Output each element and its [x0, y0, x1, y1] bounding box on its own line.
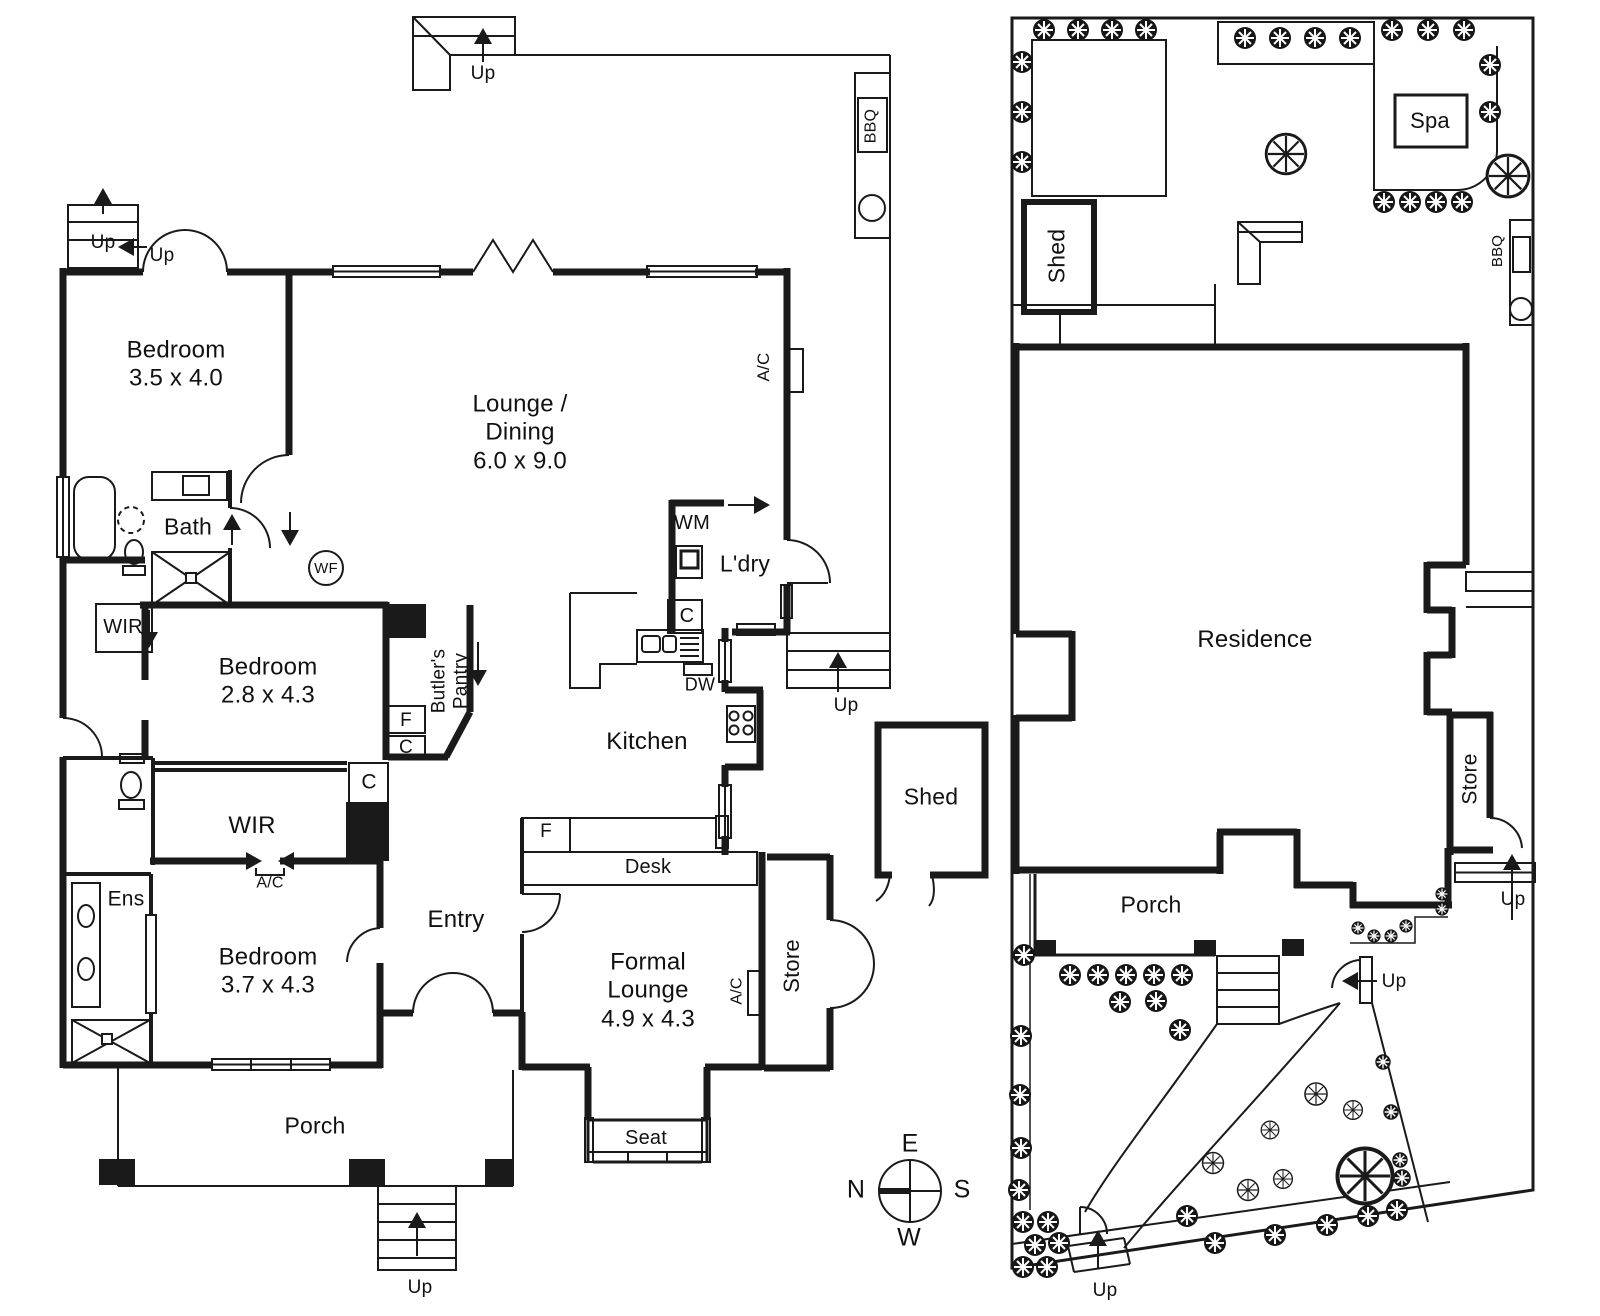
- windows: [56, 265, 793, 1163]
- porch-and-shed: [99, 721, 989, 1271]
- fixtures: [71, 348, 804, 1064]
- doors-and-arrows: [62, 229, 935, 1014]
- site-structures: [1012, 93, 1534, 345]
- house-walls: [59, 268, 834, 1120]
- deck-and-stairs: [67, 16, 891, 692]
- trees: [1201, 132, 1531, 1203]
- site-garden-beds: [1011, 21, 1498, 1245]
- site-details: [1033, 571, 1536, 1273]
- residence-walls: [1012, 343, 1494, 909]
- compass-icon: [878, 1159, 942, 1223]
- shrubs: [1007, 18, 1502, 1279]
- site-boundary: [1010, 16, 1535, 1270]
